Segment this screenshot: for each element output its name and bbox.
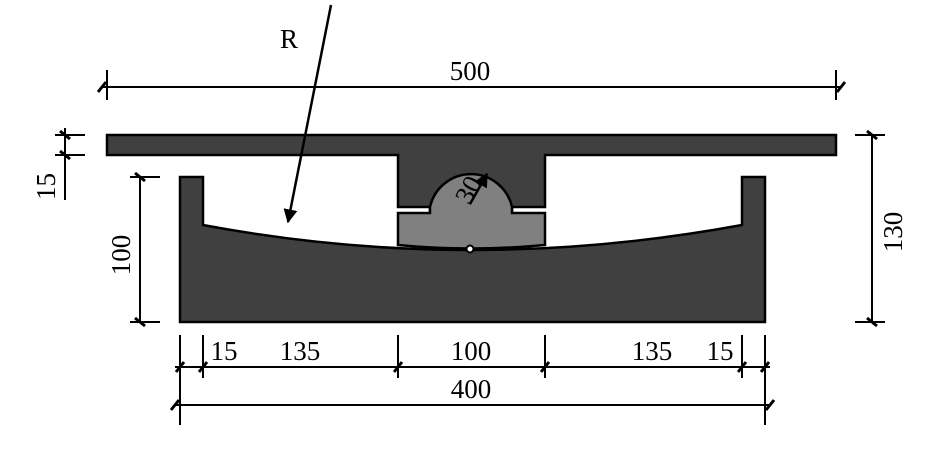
curvature-radius-arrow [283, 4, 333, 224]
segment-label-left-seat: 135 [280, 336, 321, 366]
base-block [178, 175, 767, 324]
pivot-point [465, 244, 475, 254]
base-width-label: 400 [451, 374, 492, 404]
sliding-block [396, 172, 547, 250]
segment-label-center: 100 [451, 336, 492, 366]
wall-height-label: 100 [106, 235, 136, 276]
overall-height-label: 130 [878, 212, 908, 253]
ball-radius-arrow [468, 172, 489, 205]
segment-label-left-wall: 15 [211, 336, 238, 366]
width-500-label: 500 [450, 56, 491, 86]
segment-label-right-seat: 135 [632, 336, 673, 366]
curvature-radius-label: R [280, 24, 298, 54]
segment-label-right-wall: 15 [707, 336, 734, 366]
plate-thickness-label: 15 [31, 173, 61, 200]
